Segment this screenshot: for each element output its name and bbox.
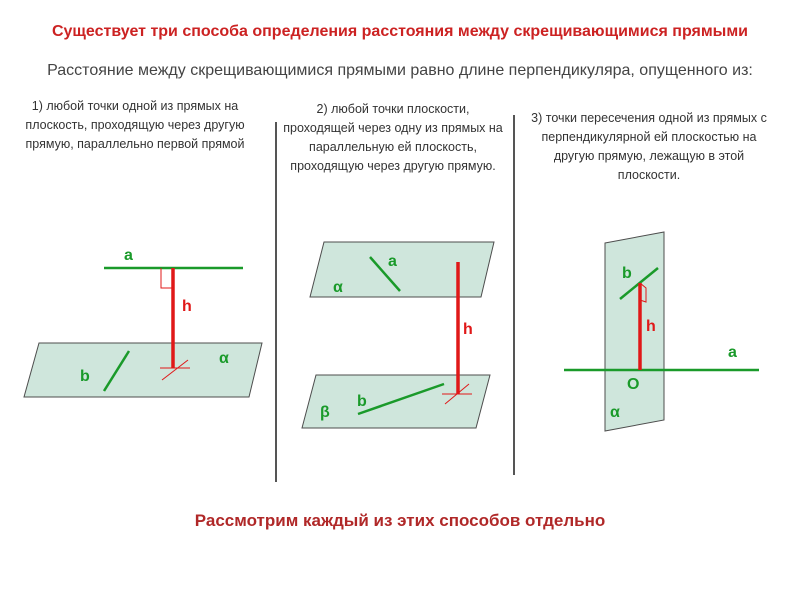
line-a-2 (369, 256, 401, 292)
label-b-1: b (80, 368, 90, 385)
label-a-1: a (124, 247, 133, 264)
method-1-text: 1) любой точки одной из прямых на плоско… (25, 99, 245, 151)
diagram-1: a b h α (23, 247, 263, 398)
plane-alpha-3 (604, 231, 665, 432)
label-h-1: h (182, 298, 192, 315)
plane-alpha-2 (309, 241, 495, 298)
label-b-3: b (622, 265, 632, 282)
label-a-3: a (728, 344, 737, 361)
label-alpha-3: α (610, 404, 620, 421)
plane-alpha-1 (23, 342, 263, 398)
page-subtitle: Расстояние между скрещивающимися прямыми… (47, 62, 753, 79)
label-b-2: b (357, 393, 367, 410)
page-title: Существует три способа определения расст… (51, 23, 749, 40)
label-alpha-2: α (333, 279, 343, 296)
right-angle-mark-1 (160, 268, 173, 289)
line-b-2 (357, 382, 445, 416)
foot-mark-1a (161, 359, 189, 381)
page-footer: Рассмотрим каждый из этих способов отдел… (194, 511, 606, 530)
diagram-2: a b h α β (301, 241, 495, 429)
label-alpha-1: α (219, 350, 229, 367)
label-a-2: a (388, 253, 397, 270)
label-beta-2: β (320, 404, 330, 421)
diagram-3: b h a O α (564, 231, 759, 432)
method-3-text: 3) точки пересечения одной из прямых с п… (531, 111, 767, 182)
right-angle-mark-3 (639, 282, 647, 303)
label-h-2: h (463, 321, 473, 338)
method-2-text: 2) любой точки плоскости, проходящей чер… (283, 102, 503, 173)
label-h-3: h (646, 318, 656, 335)
line-b-1 (102, 350, 131, 392)
label-o-3: O (627, 376, 639, 393)
